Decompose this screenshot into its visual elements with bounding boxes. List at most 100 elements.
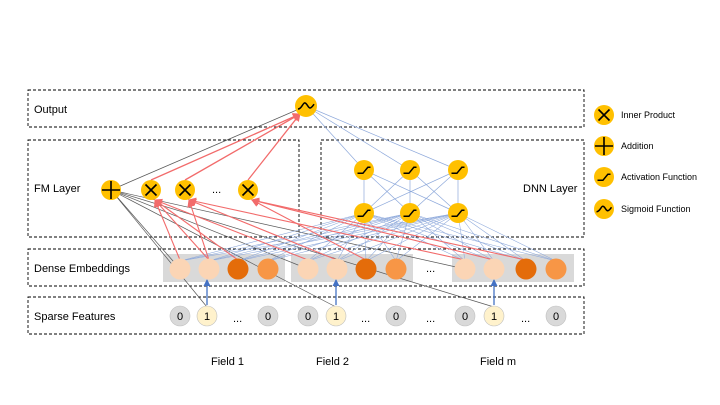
embedding-node [257, 258, 279, 280]
inner-product-node [175, 180, 195, 200]
addition-to-sparse-line [110, 189, 495, 308]
sparse-feature-node [196, 305, 218, 327]
embedding-to-dnn-line [363, 212, 527, 262]
embedding-node [454, 258, 476, 280]
embedding-to-inner-product-arrow [251, 197, 495, 261]
sparse-feature-node [169, 305, 191, 327]
sigmoid-function-icon [594, 199, 614, 219]
addition-to-sparse-line [110, 189, 208, 308]
embedding-to-dnn-line [336, 212, 411, 262]
sparse-feature-node [297, 305, 319, 327]
embedding-to-dnn-line [237, 212, 459, 262]
legend-label-sigmoid: Sigmoid Function [621, 204, 691, 214]
dnn-activation-node [448, 203, 468, 223]
sparse-feature-node [257, 305, 279, 327]
embedding-node [297, 258, 319, 280]
embedding-to-inner-product-arrow [188, 197, 466, 261]
embedding-to-dnn-line [457, 212, 527, 262]
embedding-to-dnn-line [179, 212, 365, 262]
embedding-nodes [169, 258, 567, 280]
embedding-to-inner-product-arrow [251, 199, 367, 261]
inner-product-node [238, 180, 258, 200]
inner-product-node [141, 180, 161, 200]
sparse-feature-value: 1 [204, 311, 210, 323]
sparse-feature-value: 0 [393, 311, 399, 323]
addition-node [101, 180, 121, 200]
inner-product-to-output-arrow [150, 113, 301, 181]
dnn-to-output-line [305, 105, 365, 171]
embedding-to-dnn-line [409, 212, 557, 262]
inner-product-icon [594, 105, 614, 125]
legend-label-addition: Addition [621, 141, 654, 151]
dnn-activation-node [448, 160, 468, 180]
addition-to-embedding-line [110, 189, 181, 270]
embedding-to-dnn-line [409, 212, 527, 262]
dnn-hidden-line [363, 169, 459, 214]
embedding-to-inner-product-arrow [154, 199, 210, 261]
addition-to-embedding-line [110, 189, 309, 270]
embedding-to-inner-product-arrow [187, 199, 210, 261]
dnn-activation-node [354, 160, 374, 180]
inner-product-to-output-arrow [184, 113, 301, 181]
activation-function-icon [594, 167, 614, 187]
legend-label-activation: Activation Function [621, 172, 697, 182]
embedding-node [545, 258, 567, 280]
dnn-to-output-line [305, 105, 411, 171]
field-label-m: Field m [480, 356, 516, 368]
dense-embeddings-box [27, 248, 585, 287]
operator-nodes [101, 95, 468, 223]
sparse-feature-value: 0 [462, 311, 468, 323]
embedding-to-inner-product-arrow [251, 197, 527, 261]
sparse-features-label: Sparse Features [34, 311, 116, 323]
sparse-features-box [27, 296, 585, 335]
field-label-1: Field 1 [211, 356, 244, 368]
output-layer-box [27, 89, 585, 128]
embedding-node [483, 258, 505, 280]
embedding-node [355, 258, 377, 280]
sigmoid-output-node [295, 95, 317, 117]
sparse-feature-node [325, 305, 347, 327]
fm-inner-product-connections [150, 113, 527, 261]
embedding-to-inner-product-arrow [154, 198, 309, 261]
dnn-to-output-line [305, 105, 459, 171]
embedding-to-dnn-line [395, 212, 459, 262]
sparse-feature-node [545, 305, 567, 327]
embedding-to-dnn-line [363, 212, 466, 262]
dnn-activation-node [400, 160, 420, 180]
embedding-to-dnn-line [208, 212, 459, 262]
embedding-to-dnn-line [267, 212, 459, 262]
embedding-to-dnn-line [409, 212, 466, 262]
embedding-to-dnn-line [457, 212, 557, 262]
fm-layer-label: FM Layer [34, 183, 81, 195]
sparse-feature-value: 0 [265, 311, 271, 323]
embedding-to-dnn-line [237, 212, 365, 262]
embedding-node [326, 258, 348, 280]
fm-layer-box [27, 139, 300, 238]
sparse-to-dense-arrows [203, 279, 498, 305]
embedding-to-inner-product-arrow [154, 199, 181, 261]
sparse-ellipsis-1: ... [233, 313, 242, 325]
legend-icons [594, 105, 614, 219]
dnn-connections [179, 105, 557, 262]
dnn-layer-label: DNN Layer [523, 183, 578, 195]
sparse-feature-value: 0 [553, 311, 559, 323]
dnn-hidden-line [409, 169, 459, 214]
embedding-to-dnn-line [208, 212, 411, 262]
embedding-to-dnn-line [363, 212, 495, 262]
sparse-feature-node [385, 305, 407, 327]
dnn-hidden-line [363, 169, 411, 214]
sparse-ellipsis-mid: ... [426, 313, 435, 325]
embedding-to-dnn-line [409, 212, 495, 262]
sparse-feature-node [483, 305, 505, 327]
embedding-to-inner-product-arrow [154, 199, 239, 261]
embedding-to-dnn-line [336, 212, 459, 262]
embedding-to-dnn-line [307, 212, 365, 262]
field-label-2: Field 2 [316, 356, 349, 368]
sparse-feature-node [454, 305, 476, 327]
sparse-ellipsis-2: ... [361, 313, 370, 325]
fm-addition-connections [110, 105, 495, 308]
embedding-node [515, 258, 537, 280]
addition-to-sparse-line [110, 189, 337, 308]
